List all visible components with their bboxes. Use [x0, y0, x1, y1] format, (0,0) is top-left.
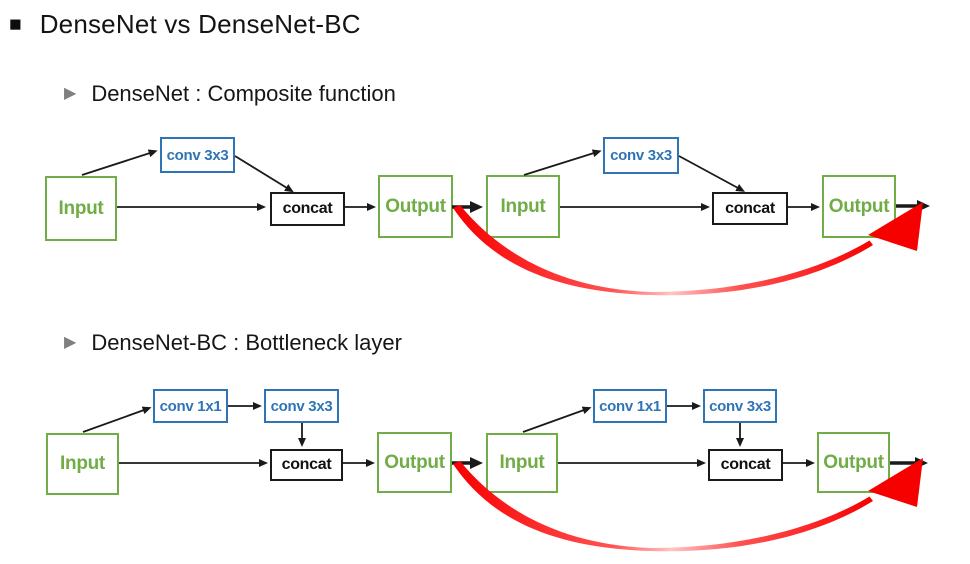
d1-right-conv-to-concat-arrow	[678, 155, 746, 192]
page-title: ■ DenseNet vs DenseNet-BC	[9, 9, 361, 40]
section-densenet-bc-heading-text: DenseNet-BC : Bottleneck layer	[91, 330, 402, 355]
d1-left-output-box: Output	[378, 175, 453, 238]
d2-left-concat-box: concat	[270, 449, 343, 481]
square-bullet-icon: ■	[9, 13, 22, 37]
d1-left-conv3x3-box: conv 3x3	[160, 137, 235, 173]
section-densenet-bc-heading: ▶ DenseNet-BC : Bottleneck layer	[64, 330, 402, 356]
d1-right-concat-box: concat	[712, 192, 788, 225]
d2-right-conv1x1-box: conv 1x1	[593, 389, 667, 423]
d1-right-input-to-conv-arrow	[523, 149, 602, 176]
d1-right-input-box: Input	[486, 175, 560, 238]
page-title-text: DenseNet vs DenseNet-BC	[39, 9, 361, 39]
d2-left-conv3x3-box: conv 3x3	[264, 389, 339, 423]
d2-right-output-box: Output	[817, 432, 890, 493]
section-densenet-heading-text: DenseNet : Composite function	[91, 81, 396, 106]
d2-left-conv1x1-box: conv 1x1	[153, 389, 228, 423]
d1-left-conv-to-concat-arrow	[234, 155, 294, 193]
triangle-bullet-icon: ▶	[64, 85, 77, 102]
d2-right-conv3x3-box: conv 3x3	[703, 389, 777, 423]
d1-left-input-to-conv-arrow	[81, 149, 158, 176]
d1-left-concat-box: concat	[270, 192, 345, 226]
d2-left-input-to-conv1x1-arrow	[82, 406, 152, 433]
d2-left-output-box: Output	[377, 432, 452, 493]
d1-right-conv3x3-box: conv 3x3	[603, 137, 679, 174]
d2-right-input-box: Input	[486, 433, 558, 493]
d2-right-input-to-conv1x1-arrow	[522, 406, 592, 433]
d1-right-output-box: Output	[822, 175, 896, 238]
section-densenet-heading: ▶ DenseNet : Composite function	[64, 81, 396, 107]
triangle-bullet-icon: ▶	[64, 334, 77, 351]
d2-left-input-box: Input	[46, 433, 119, 495]
d2-right-concat-box: concat	[708, 449, 783, 481]
d1-left-input-box: Input	[45, 176, 117, 241]
